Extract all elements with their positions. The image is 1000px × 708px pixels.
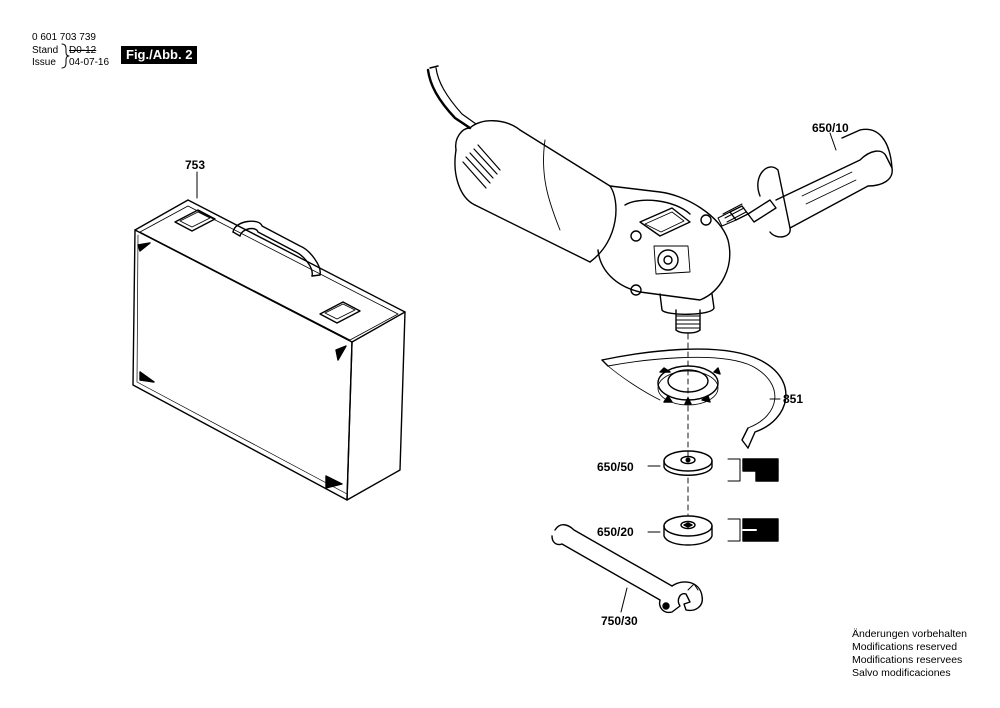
doc-number: 0 601 703 739	[32, 32, 96, 43]
nut-profile-symbol	[727, 518, 779, 542]
note-line-de: Änderungen vorbehalten	[852, 628, 968, 640]
issue-value: 04-07-16	[69, 57, 110, 68]
part-label-case: 753	[185, 158, 206, 172]
part-label-flange: 650/50	[597, 460, 634, 474]
stand-value: D0-12	[69, 45, 97, 56]
note-line-en: Modifications reserved	[852, 641, 958, 653]
part-label-nut: 650/20	[597, 525, 634, 539]
side-handle	[717, 128, 893, 238]
header-brace	[61, 43, 70, 69]
wheel-guard	[601, 348, 787, 449]
note-line-fr: Modifications reservees	[852, 654, 963, 666]
note-line-es: Salvo modificaciones	[852, 667, 951, 679]
flange-profile-symbol	[727, 458, 779, 482]
part-label-wrench: 750/30	[601, 614, 638, 628]
clamping-nut	[647, 515, 713, 546]
figure-label: Fig./Abb. 2	[121, 46, 198, 64]
mounting-flange	[647, 450, 713, 516]
carrying-case	[132, 171, 406, 501]
angle-grinder	[426, 65, 731, 461]
part-label-guard: 851	[783, 392, 804, 406]
pin-wrench	[551, 524, 703, 614]
part-label-side-handle: 650/10	[812, 121, 849, 135]
reservation-notes: Änderungen vorbehalten Modifications res…	[852, 628, 967, 680]
issue-label: Issue	[32, 57, 56, 68]
stand-label: Stand	[32, 45, 59, 56]
